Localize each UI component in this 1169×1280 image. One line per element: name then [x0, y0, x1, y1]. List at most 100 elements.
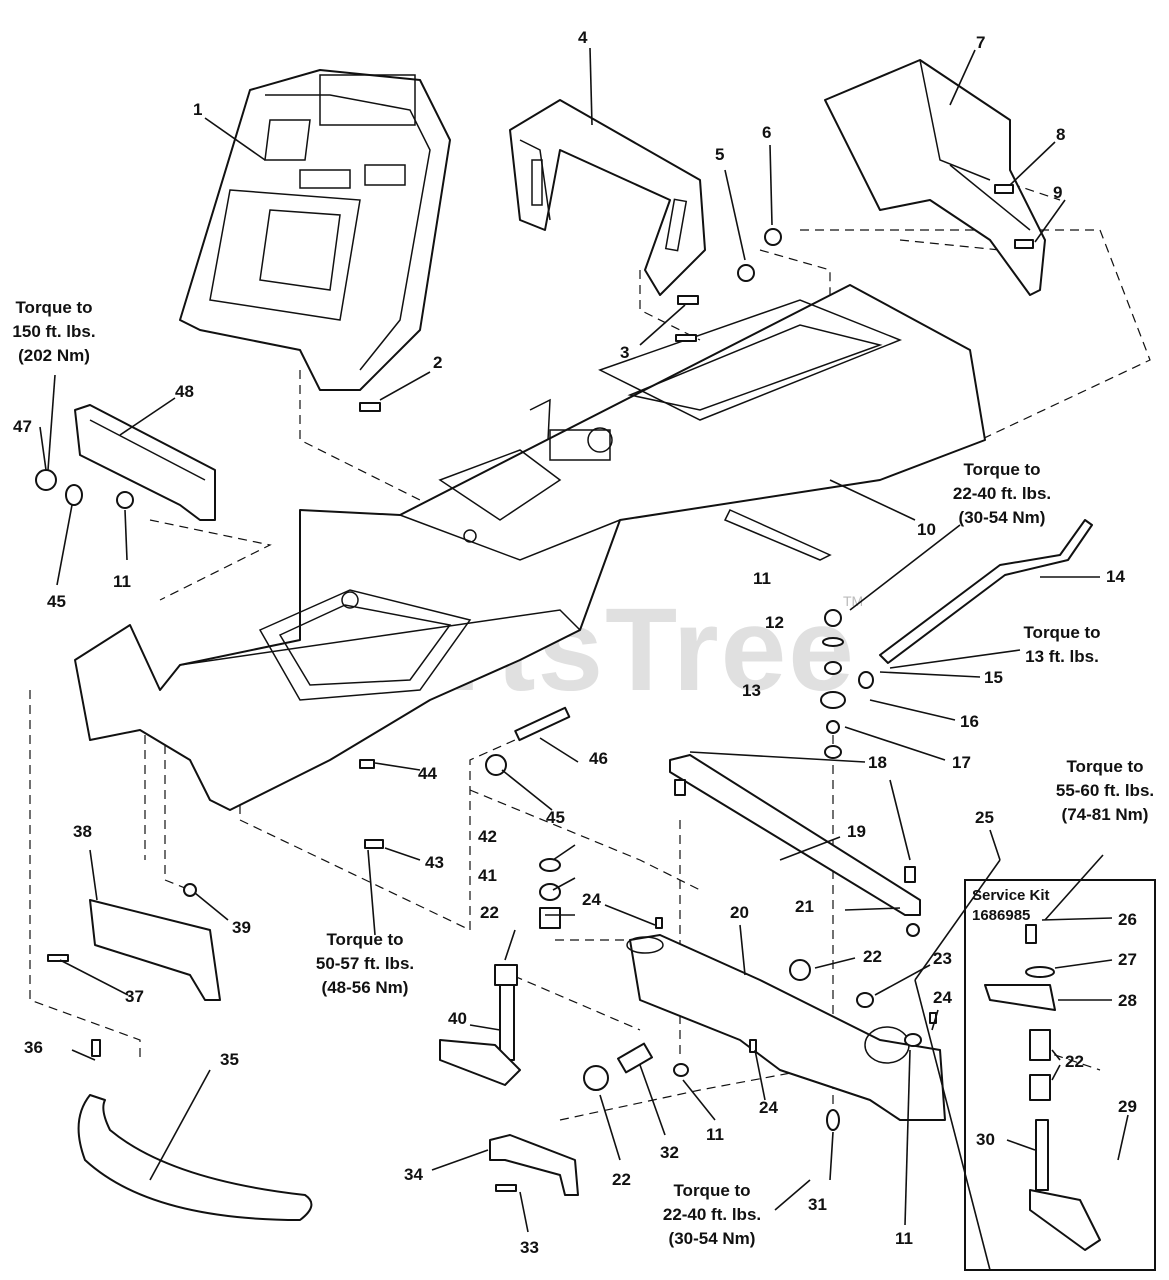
- callout-41: 41: [478, 866, 497, 885]
- callout-6: 6: [762, 123, 771, 142]
- callout-45-left: 45: [47, 592, 66, 611]
- callout-44: 44: [418, 764, 437, 783]
- callout-14: 14: [1106, 567, 1125, 586]
- watermark-tm: TM: [843, 593, 863, 609]
- callout-5: 5: [715, 145, 724, 164]
- callout-24-upper: 24: [582, 890, 601, 909]
- axle-bracket-part: [489, 1134, 579, 1196]
- callout-15: 15: [984, 668, 1003, 687]
- callout-22-kit: 22: [1065, 1052, 1084, 1071]
- callout-42: 42: [478, 827, 497, 846]
- service-kit-title: Service Kit: [972, 887, 1050, 904]
- torque-note-55-60: Torque to 55-60 ft. lbs. (74-81 Nm): [1056, 757, 1154, 824]
- assembly-lines: [29, 159, 1151, 1121]
- callout-33: 33: [520, 1238, 539, 1257]
- callout-21: 21: [795, 897, 814, 916]
- torque-notes: Torque to 150 ft. lbs. (202 Nm) Torque t…: [12, 298, 1154, 1248]
- callout-46: 46: [589, 749, 608, 768]
- svg-text:Torque to: Torque to: [963, 460, 1040, 479]
- svg-text:13 ft. lbs.: 13 ft. lbs.: [1025, 647, 1099, 666]
- leader-lines: [39, 47, 1129, 1271]
- callout-27: 27: [1118, 950, 1137, 969]
- torque-note-22-40-top: Torque to 22-40 ft. lbs. (30-54 Nm): [953, 460, 1051, 527]
- callout-11-lower: 11: [706, 1125, 724, 1144]
- callout-3: 3: [620, 343, 629, 362]
- callout-19: 19: [847, 822, 866, 841]
- svg-text:Torque to: Torque to: [326, 930, 403, 949]
- tie-rod-part: [669, 754, 921, 916]
- main-frame-part: [74, 284, 986, 811]
- callout-7: 7: [976, 33, 985, 52]
- svg-text:50-57 ft. lbs.: 50-57 ft. lbs.: [316, 954, 414, 973]
- callout-22-left: 22: [480, 903, 499, 922]
- drag-link-part: [879, 519, 1093, 664]
- callout-38: 38: [73, 822, 92, 841]
- service-kit-box: Service Kit 1686985: [964, 879, 1156, 1271]
- svg-text:Torque to: Torque to: [1023, 623, 1100, 642]
- svg-text:(202 Nm): (202 Nm): [18, 346, 90, 365]
- svg-text:Torque to: Torque to: [1066, 757, 1143, 776]
- callout-11-right: 11: [895, 1229, 913, 1248]
- callout-34: 34: [404, 1165, 423, 1184]
- service-kit-number: 1686985: [972, 907, 1030, 924]
- callout-47: 47: [13, 417, 32, 436]
- dash-panel-part: [179, 69, 451, 391]
- steering-bracket-part: [509, 99, 706, 296]
- svg-text:(30-54 Nm): (30-54 Nm): [669, 1229, 756, 1248]
- callout-39: 39: [232, 918, 251, 937]
- callout-28: 28: [1118, 991, 1137, 1010]
- svg-text:(74-81 Nm): (74-81 Nm): [1062, 805, 1149, 824]
- callout-48: 48: [175, 382, 194, 401]
- svg-text:22-40 ft. lbs.: 22-40 ft. lbs.: [663, 1205, 761, 1224]
- callout-4: 4: [578, 28, 588, 47]
- callout-numbers: 1 2 3 4 5 6 7 8 9 10 11 11 11 11 12 13 1…: [13, 28, 1137, 1257]
- callout-31: 31: [808, 1195, 827, 1214]
- callout-40: 40: [448, 1009, 467, 1028]
- callout-8: 8: [1056, 125, 1065, 144]
- torque-note-13: Torque to 13 ft. lbs.: [1023, 623, 1100, 666]
- callout-18: 18: [868, 753, 887, 772]
- callout-29: 29: [1118, 1097, 1137, 1116]
- callout-32: 32: [660, 1143, 679, 1162]
- callout-24-right: 24: [933, 988, 952, 1007]
- front-plate-part: [74, 404, 216, 521]
- front-bumper-part: [77, 1094, 313, 1221]
- callout-45-mid: 45: [546, 808, 565, 827]
- callout-26: 26: [1118, 910, 1137, 929]
- callout-9: 9: [1053, 183, 1062, 202]
- callout-22-bottom: 22: [612, 1170, 631, 1189]
- callout-23: 23: [933, 949, 952, 968]
- svg-text:55-60 ft. lbs.: 55-60 ft. lbs.: [1056, 781, 1154, 800]
- torque-note-22-40-bottom: Torque to 22-40 ft. lbs. (30-54 Nm): [663, 1181, 761, 1248]
- callout-22-mid: 22: [863, 947, 882, 966]
- svg-text:Torque to: Torque to: [15, 298, 92, 317]
- svg-text:(30-54 Nm): (30-54 Nm): [959, 508, 1046, 527]
- callout-17: 17: [952, 753, 971, 772]
- svg-text:Torque to: Torque to: [673, 1181, 750, 1200]
- hardware-parts: [35, 184, 1034, 1192]
- callout-11-upper: 11: [753, 569, 771, 588]
- callout-30: 30: [976, 1130, 995, 1149]
- front-axle-part: [626, 934, 946, 1121]
- callout-16: 16: [960, 712, 979, 731]
- callout-24-lower: 24: [759, 1098, 778, 1117]
- rear-bracket-part: [824, 59, 1046, 296]
- callout-10: 10: [917, 520, 936, 539]
- spindle-left-part: [439, 984, 521, 1086]
- callout-36: 36: [24, 1038, 43, 1057]
- svg-text:(48-56 Nm): (48-56 Nm): [322, 978, 409, 997]
- callout-43: 43: [425, 853, 444, 872]
- torque-note-50-57: Torque to 50-57 ft. lbs. (48-56 Nm): [316, 930, 414, 997]
- torque-note-150: Torque to 150 ft. lbs. (202 Nm): [12, 298, 95, 365]
- callout-37: 37: [125, 987, 144, 1006]
- svg-text:22-40 ft. lbs.: 22-40 ft. lbs.: [953, 484, 1051, 503]
- callout-13: 13: [742, 681, 761, 700]
- callout-35: 35: [220, 1050, 239, 1069]
- svg-text:150 ft. lbs.: 150 ft. lbs.: [12, 322, 95, 341]
- callout-2: 2: [433, 353, 442, 372]
- callout-12: 12: [765, 613, 784, 632]
- callout-25: 25: [975, 808, 994, 827]
- callout-1: 1: [193, 100, 202, 119]
- callout-11-left: 11: [113, 572, 131, 591]
